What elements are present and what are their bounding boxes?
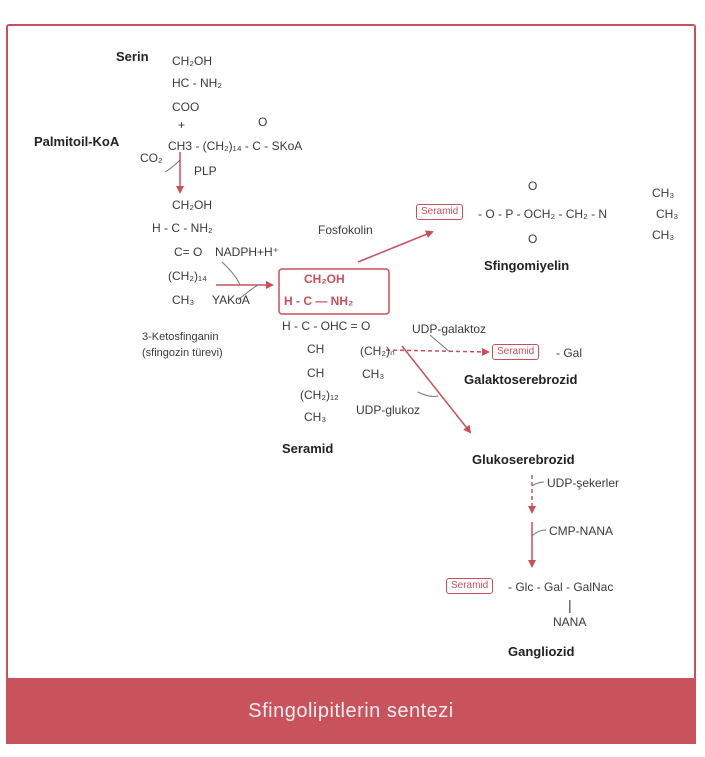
reagent-udp-galaktoz: UDP-galaktoz (412, 322, 487, 336)
palm-carbonyl-o: O (258, 115, 268, 129)
gal-suffix: - Gal (556, 346, 583, 360)
label-ketosfinganin-2: (sfingozin türevi) (142, 347, 223, 359)
reagent-yakoa: YAKoA (212, 293, 250, 307)
reagent-fosfokolin: Fosfokolin (318, 223, 373, 237)
serin-formula-4: + (178, 118, 186, 132)
reagent-cmp-nana: CMP-NANA (549, 524, 614, 538)
sm-phosphate-o-bot: O (528, 232, 538, 246)
arrow-to-glukoserebrozid (401, 345, 472, 434)
galaktoserebrozid-seramid-box: Seramid (492, 344, 540, 360)
keto-formula-5: CH₃ (172, 293, 195, 307)
reagent-co2: CO₂ (140, 151, 163, 165)
sm-methyl-2: CH₃ (656, 207, 679, 221)
serin-formula-2: HC - NH₂ (172, 76, 222, 90)
sm-methyl-1: CH₃ (652, 186, 675, 200)
gang-suffix: - Glc - Gal - GalNac (508, 580, 614, 594)
cer-top-formula-1: CH₂OH (304, 272, 345, 286)
seramid-highlight-box (278, 268, 390, 315)
arrow-to-sfingomiyelin (357, 230, 434, 263)
cer-left-2: CH (307, 366, 325, 380)
sfingomiyelin-seramid-box: Seramid (416, 204, 464, 220)
cer-right-2: CH₃ (362, 367, 385, 381)
arrow-udpgal-branch (429, 334, 451, 353)
gangliozid-seramid-box: Seramid (446, 578, 494, 594)
arrow-co2-branch (164, 159, 181, 173)
cer-row-formula: H - C - OHC = O (282, 319, 371, 333)
arrow-udpglc-branch (417, 391, 439, 397)
palm-formula: CH3 - (CH₂)₁₄ - C - SKoA (168, 139, 303, 153)
label-serin: Serin (116, 49, 149, 64)
footer-banner: Sfingolipitlerin sentezi (6, 678, 696, 744)
reagent-nadph: NADPH+H⁺ (215, 245, 280, 259)
arrow-nadph-branch (221, 261, 241, 286)
serin-formula-1: CH₂OH (172, 54, 212, 68)
cer-left-4: CH₃ (304, 410, 327, 424)
cer-left-3: (CH₂)₁₂ (300, 388, 339, 402)
serin-formula-3: COO (172, 100, 200, 114)
label-ketosfinganin-1: 3-Ketosfinganin (142, 331, 219, 343)
footer-title: Sfingolipitlerin sentezi (248, 699, 454, 722)
diagram-frame (6, 24, 696, 744)
arrow-to-galaktoserebrozid (385, 347, 490, 356)
sm-methyl-3: CH₃ (652, 228, 675, 242)
arrow-udpsek-branch (531, 481, 545, 487)
nana-bond: | (568, 597, 572, 613)
arrow-yakoa-branch (237, 284, 259, 301)
sm-phosphate-o-top: O (528, 179, 538, 193)
nana-label: NANA (553, 615, 587, 629)
arrow-cmp-branch (531, 529, 547, 537)
sm-chain: - O - P - OCH₂ - CH₂ - N (478, 207, 608, 221)
cer-top-formula-2: H - C — NH₂ (284, 294, 354, 308)
label-glukoserebrozid: Glukoserebrozid (472, 452, 575, 467)
keto-formula-3: C= O (174, 245, 203, 259)
keto-formula-4: (CH₂)₁₄ (168, 269, 207, 283)
keto-formula-1: CH₂OH (172, 198, 212, 212)
label-seramid: Seramid (282, 441, 334, 456)
label-gangliozid: Gangliozid (508, 644, 575, 659)
cer-left-1: CH (307, 342, 325, 356)
keto-formula-2: H - C - NH₂ (152, 221, 213, 235)
label-sfingomiyelin: Sfingomiyelin (484, 258, 570, 273)
label-galaktoserebrozid: Galaktoserebrozid (464, 372, 578, 387)
reagent-udp-sekerler: UDP-şekerler (547, 476, 620, 490)
reagent-plp: PLP (194, 164, 217, 178)
label-palmitoil: Palmitoil-KoA (34, 134, 120, 149)
reagent-udp-glukoz: UDP-glukoz (356, 403, 421, 417)
cer-right-1: (CH₂)ₙ (360, 344, 395, 358)
